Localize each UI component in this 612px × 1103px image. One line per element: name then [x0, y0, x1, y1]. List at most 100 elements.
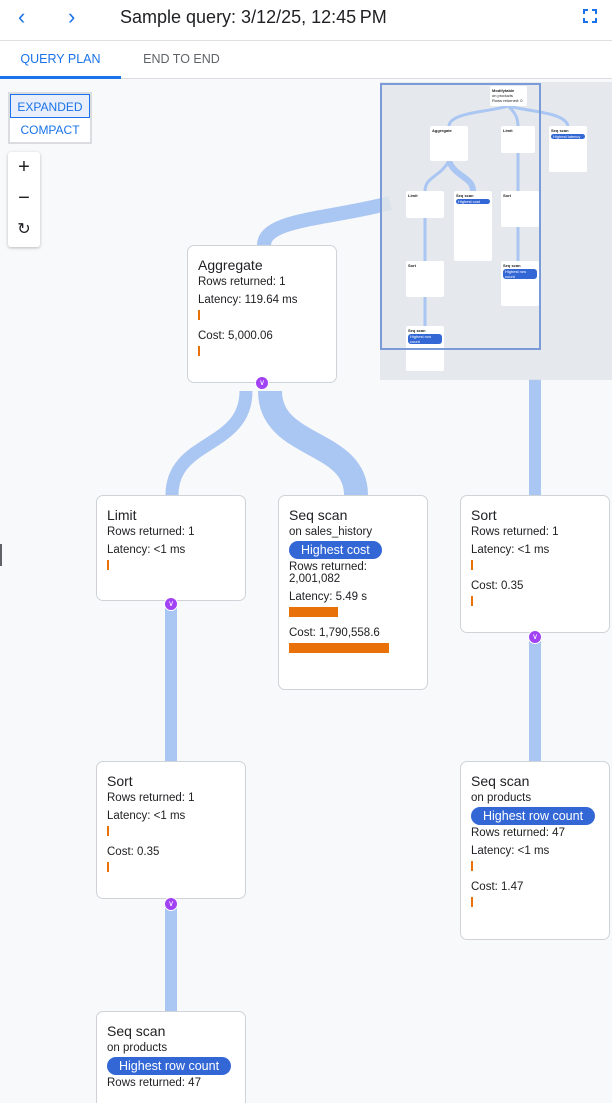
minimap-badge: Highest latency: [551, 134, 585, 139]
cost-bar: [471, 897, 473, 907]
edge-aggregate-limit: [165, 390, 253, 496]
node-table: on products: [107, 1042, 168, 1054]
status-badge: Highest row count: [471, 807, 596, 825]
node-title: Seq scan: [107, 1023, 166, 1039]
minimap-node-title: Sort: [503, 193, 511, 198]
node-title: Seq scan: [471, 773, 530, 789]
minimap-node: Sort: [406, 261, 444, 297]
latency-bar: [471, 861, 473, 871]
cost-label: Cost: 0.35: [471, 580, 524, 592]
zoom-in-icon[interactable]: +: [18, 156, 30, 178]
rows-returned: Rows returned: 1: [471, 526, 559, 538]
minimap-node-title: Seq scan: [456, 193, 474, 198]
rows-returned: Rows returned: 47: [471, 827, 565, 839]
zoom-controls: + − ↻: [8, 152, 40, 247]
minimap-badge: Highest row count: [503, 269, 537, 279]
compact-button[interactable]: COMPACT: [20, 123, 80, 137]
tab-bar: QUERY PLAN END TO END: [0, 41, 612, 79]
minimap-node-title: Limit: [408, 193, 418, 198]
tab-end-to-end[interactable]: END TO END: [143, 52, 220, 66]
node-title: Sort: [107, 773, 133, 789]
chevron-down-icon[interactable]: ∨: [528, 630, 542, 644]
cost-bar: [471, 596, 473, 606]
minimap-node: Limit: [501, 126, 535, 153]
latency-label: Latency: <1 ms: [107, 810, 186, 822]
minimap-node: Limit: [406, 191, 444, 218]
expanded-button[interactable]: EXPANDED: [10, 94, 90, 118]
chevron-right-icon[interactable]: ›: [68, 4, 76, 29]
minimap-node-title: Sort: [408, 263, 416, 268]
node-title: Aggregate: [198, 257, 263, 273]
cost-label: Cost: 0.35: [107, 846, 160, 858]
rows-returned: Rows returned: 47: [107, 1077, 201, 1089]
badge-row: Highest row count: [471, 804, 599, 827]
header: ‹ › Sample query: 3/12/25, 12:45 PM: [0, 0, 612, 41]
latency-bar: [107, 560, 109, 570]
rows-returned: Rows returned: 1: [107, 792, 195, 804]
latency-label: Latency: 119.64 ms: [198, 294, 298, 306]
minimap-node: Aggregate: [430, 126, 468, 161]
rows-returned: Rows returned: 1: [198, 276, 286, 288]
minimap-node-table: on products: [492, 93, 513, 98]
tab-query-plan[interactable]: QUERY PLAN: [0, 41, 121, 79]
chevron-down-icon[interactable]: ∨: [255, 376, 269, 390]
badge-row: Highest row count: [107, 1054, 235, 1077]
latency-label: Latency: <1 ms: [471, 845, 550, 857]
minimap-node-title: Aggregate: [432, 128, 452, 133]
chevron-left-icon[interactable]: ‹: [18, 4, 26, 29]
status-badge: Highest cost: [289, 541, 382, 559]
latency-label: Latency: <1 ms: [471, 544, 550, 556]
edge-aggregate-parent: [257, 196, 392, 247]
node-title: Limit: [107, 507, 137, 523]
rows-returned: Rows returned: 1: [107, 526, 195, 538]
minimap-node-title: Seq scan: [408, 328, 426, 333]
fullscreen-icon[interactable]: [583, 9, 597, 23]
cost-bar: [289, 643, 389, 653]
node-table: on products: [471, 792, 532, 804]
latency-bar: [471, 560, 473, 570]
chevron-down-icon[interactable]: ∨: [164, 597, 178, 611]
latency-label: Latency: 5.49 s: [289, 591, 367, 603]
minimap-node: Sort: [501, 191, 539, 227]
minimap-viewport[interactable]: [380, 83, 541, 350]
rows-returned: Rows returned:: [289, 561, 367, 573]
latency-label: Latency: <1 ms: [107, 544, 186, 556]
minimap-badge: Highest cost: [456, 199, 490, 204]
cost-label: Cost: 1.47: [471, 881, 524, 893]
scrollbar[interactable]: [0, 544, 2, 566]
plan-edges: [165, 196, 541, 1011]
minimap-node-title: Modifytable: [492, 88, 515, 93]
rows-returned-value: 2,001,082: [289, 573, 341, 585]
latency-bar: [198, 310, 200, 320]
view-toggle: EXPANDED COMPACT: [8, 92, 92, 144]
edge-aggregate-seq-scan: [258, 389, 368, 497]
node-title: Seq scan: [289, 507, 348, 523]
cost-bar: [198, 346, 200, 356]
minimap-badge: Highest row count: [408, 334, 442, 344]
reset-zoom-icon[interactable]: ↻: [17, 221, 31, 238]
node-title: Sort: [471, 507, 497, 523]
node-table: on sales_history: [289, 526, 373, 538]
chevron-down-icon[interactable]: ∨: [164, 897, 178, 911]
cost-bar: [107, 862, 109, 872]
badge-row: Highest cost: [289, 538, 417, 561]
minimap-edges: [423, 104, 570, 326]
cost-label: Cost: 1,790,558.6: [289, 627, 380, 639]
minimap-node-title: Seq scan: [551, 128, 569, 133]
zoom-out-icon[interactable]: −: [18, 187, 30, 209]
minimap-node-title: Seq scan: [503, 263, 521, 268]
page-title: Sample query: 3/12/25, 12:45 PM: [120, 7, 387, 27]
